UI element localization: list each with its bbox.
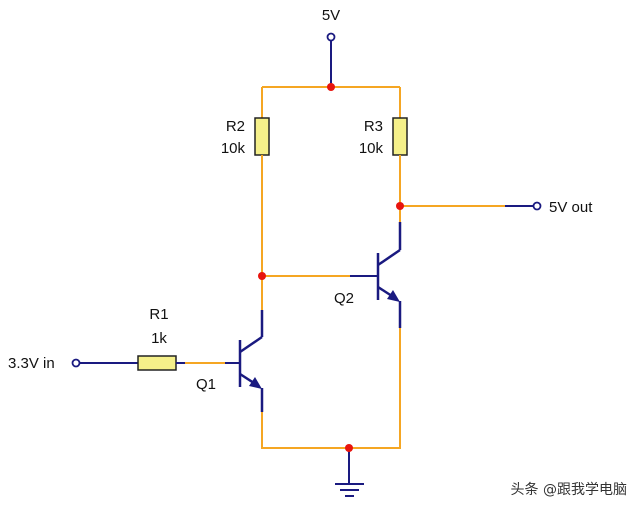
junction-dot [258, 272, 266, 280]
q2-label: Q2 [334, 290, 354, 307]
resistor-r3 [392, 117, 408, 156]
circuit-leads [80, 40, 534, 484]
supply-label: 5V [322, 7, 340, 24]
junction-dot [345, 444, 353, 452]
supply-terminal [326, 32, 336, 42]
r3-name: R3 [364, 118, 383, 135]
r2-name: R2 [226, 118, 245, 135]
r1-name: R1 [149, 306, 168, 323]
r3-value: 10k [359, 140, 384, 157]
resistor-r1 [137, 355, 177, 371]
r1-value: 1k [151, 330, 167, 347]
q1-label: Q1 [196, 376, 216, 393]
output-label: 5V out [549, 199, 593, 216]
ground-symbol [335, 483, 364, 497]
watermark: 头条 @跟我学电脑 [511, 481, 627, 498]
output-terminal [532, 201, 542, 211]
transistor-q1 [238, 310, 264, 412]
r2-value: 10k [221, 140, 246, 157]
junction-dot [327, 83, 335, 91]
input-terminal [71, 358, 81, 368]
resistor-r2 [254, 117, 270, 156]
junction-dot [396, 202, 404, 210]
input-label: 3.3V in [8, 355, 55, 372]
transistor-q2 [376, 222, 402, 328]
junction-dots [258, 83, 404, 452]
